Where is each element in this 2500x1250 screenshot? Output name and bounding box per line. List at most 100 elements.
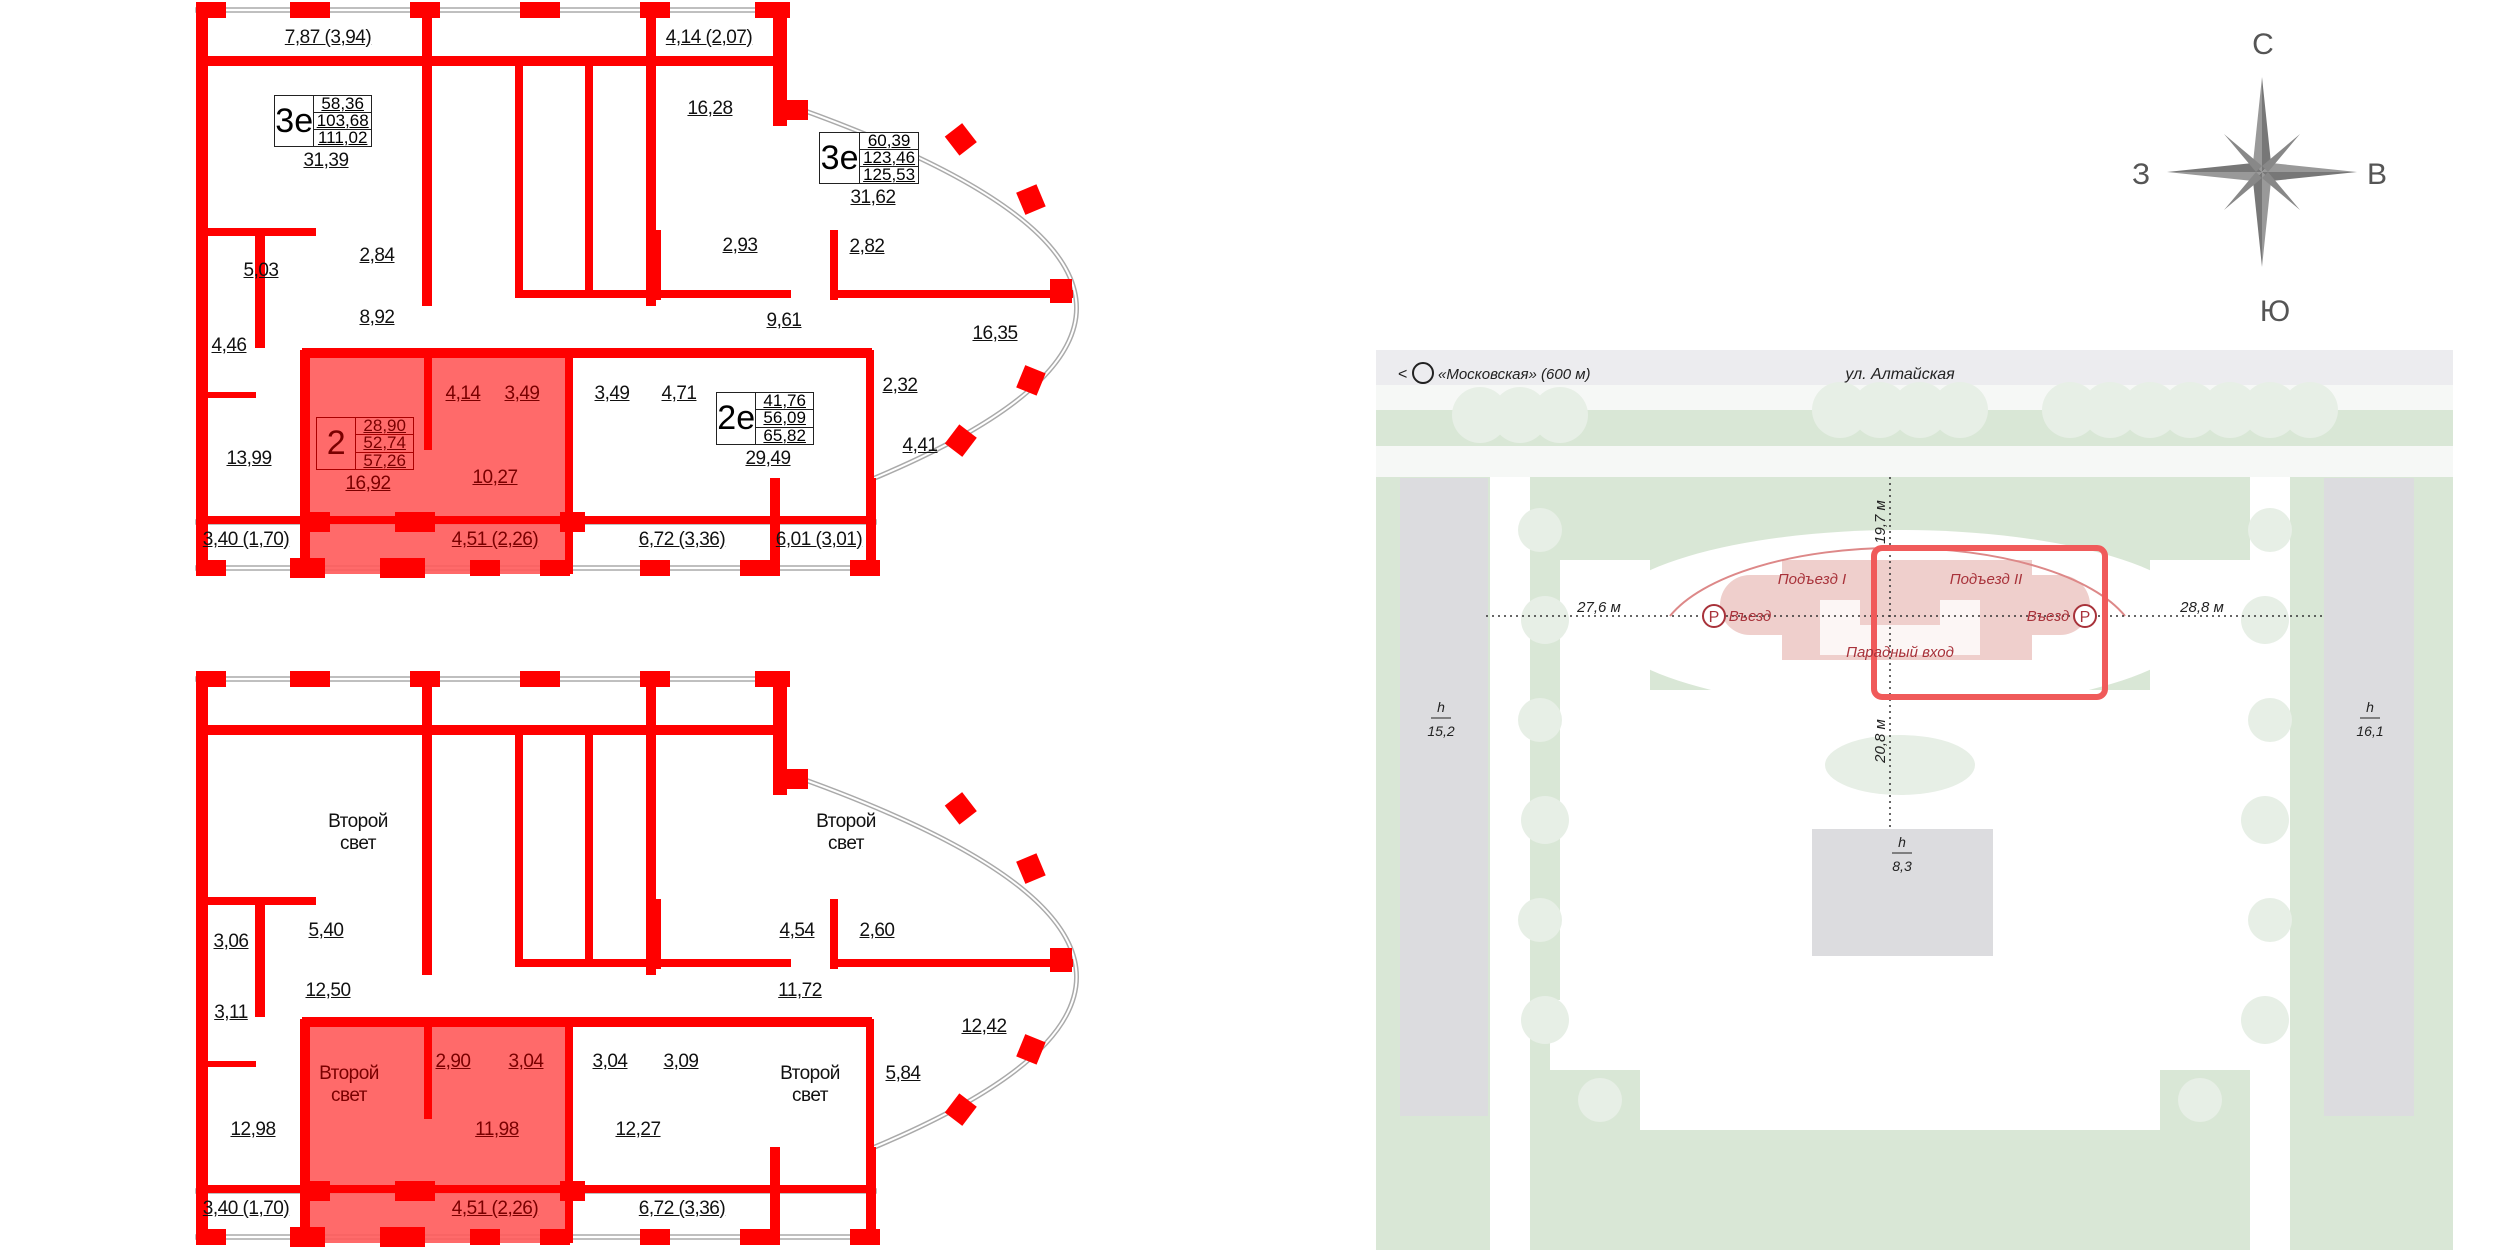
wall (773, 769, 808, 789)
apartment-area: 125,53 (863, 165, 916, 184)
height-center: 8,3 (1892, 858, 1912, 874)
metro-back-arrow[interactable]: < (1398, 366, 1407, 383)
wall (300, 350, 310, 574)
wall (290, 2, 330, 18)
room-area-label: 12,50 (305, 980, 351, 1001)
room-area-label: 3,04 (508, 1051, 544, 1072)
room-area-label: 3,40 (1,70) (202, 1198, 290, 1219)
wall (770, 478, 780, 574)
room-area-label: 16,35 (972, 323, 1018, 344)
wall (755, 671, 790, 687)
apartment-area: 41,76 (756, 392, 813, 411)
room-area-label: 7,87 (3,94) (284, 27, 372, 48)
room-area-label: 4,51 (2,26) (451, 1198, 539, 1219)
room-area-label: 3,04 (592, 1051, 628, 1072)
wall (515, 959, 655, 967)
room-area-label: 5,84 (885, 1063, 921, 1084)
building-left (1400, 478, 1488, 1116)
wall (196, 1019, 206, 1243)
wall (515, 290, 655, 298)
wall (255, 228, 265, 348)
wall (646, 6, 656, 306)
wall (565, 1019, 573, 1243)
wall (850, 560, 880, 576)
parking-right: P (2080, 609, 2091, 626)
wall (585, 734, 593, 964)
wall (302, 1017, 872, 1027)
room-area-label: 29,49 (745, 448, 791, 469)
room-area-label: 4,46 (211, 335, 247, 356)
apartment-area: 60,39 (860, 132, 918, 150)
room-area-label: 2,93 (722, 235, 758, 256)
wall (300, 512, 330, 532)
wall (640, 671, 670, 687)
wall (866, 1019, 874, 1189)
wall (196, 725, 786, 735)
apartment-type: 3е (820, 133, 861, 183)
wall (835, 959, 1073, 967)
wall (773, 675, 787, 795)
room-area-label: 12,27 (615, 1119, 661, 1140)
wall-pier (1050, 948, 1072, 972)
apartment-area: 103,68 (314, 112, 371, 130)
room-area-label: 11,98 (475, 1119, 519, 1140)
room-area-label: 12,98 (230, 1119, 276, 1140)
apartment-area: 123,46 (860, 149, 918, 167)
wall (196, 560, 226, 576)
selected-apartment-highlight[interactable] (302, 1019, 568, 1243)
wall (640, 2, 670, 18)
room-area-label: 31,62 (850, 187, 896, 208)
room-area-label: 11,72 (778, 980, 822, 1001)
wall (470, 1229, 500, 1245)
room-area-label: 6,01 (3,01) (775, 529, 863, 550)
room-area-label: Второй свет (816, 811, 876, 854)
wall-pier (1016, 184, 1046, 215)
wall (410, 671, 440, 687)
apartment-area: 57,26 (363, 450, 406, 470)
wall (565, 350, 573, 574)
compass-north: С (2252, 28, 2274, 61)
wall (196, 1061, 256, 1067)
compass-west: З (2131, 158, 2151, 191)
wall-pier (944, 123, 977, 156)
wall (640, 1229, 670, 1245)
wall (540, 560, 570, 576)
wall (196, 350, 206, 574)
wall (560, 512, 585, 532)
room-area-label: 6,72 (3,36) (638, 529, 726, 550)
apartment-area: 56,09 (756, 409, 813, 428)
wall (196, 516, 876, 524)
wall (196, 56, 786, 66)
room-area-label: 4,14 (2,07) (665, 27, 753, 48)
compass-east: В (2366, 158, 2388, 191)
wall (424, 1019, 432, 1119)
wall (585, 65, 593, 295)
wall (196, 392, 256, 398)
apartment-type: 2е (717, 393, 757, 444)
wall (290, 671, 330, 687)
residential-complex (1720, 560, 2090, 660)
room-area-label: 4,41 (902, 435, 938, 456)
room-area-label: 12,42 (961, 1016, 1007, 1037)
wall (410, 2, 440, 18)
wall (651, 290, 791, 298)
floor-plan-upper (196, 2, 1077, 578)
parking-icon (1702, 604, 2097, 628)
selected-apartment-highlight[interactable] (302, 350, 568, 574)
wall (651, 899, 661, 969)
wall-pier (944, 424, 977, 457)
room-area-label: 31,39 (303, 150, 349, 171)
wall (646, 675, 656, 975)
building-right (2324, 478, 2414, 1116)
apartment-area: 52,74 (356, 434, 413, 453)
room-area-label: 4,71 (661, 383, 697, 404)
wall-pier (1016, 365, 1046, 396)
parking-left: P (1709, 609, 1720, 626)
wall (773, 100, 808, 120)
